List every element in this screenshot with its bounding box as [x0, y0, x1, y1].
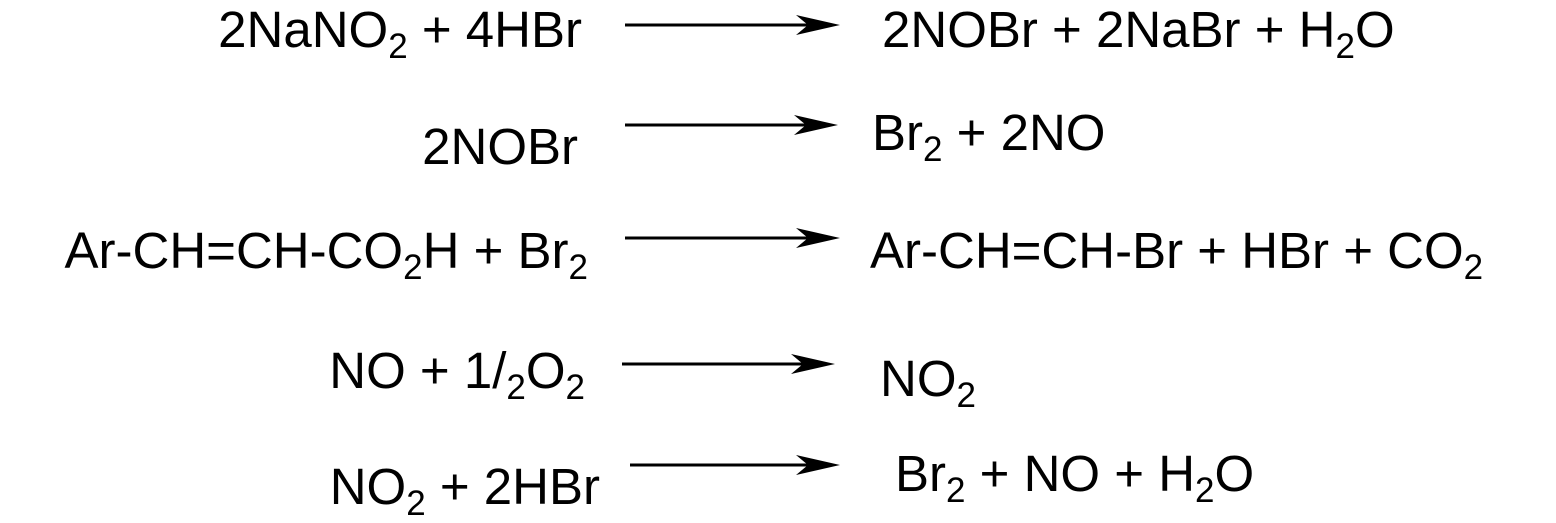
subscript: 2 [388, 27, 408, 67]
subscript: 2 [1195, 471, 1215, 511]
formula-text: + 2HBr [425, 458, 600, 515]
subscript: 2 [1335, 27, 1355, 67]
products: NO2 [880, 350, 976, 413]
subscript: 2 [1463, 248, 1484, 288]
formula-text: + 4HBr [407, 1, 582, 58]
formula-text: 2NaNO [218, 1, 389, 58]
formula-text: Ar-CH=CH-CO [64, 222, 404, 279]
products: Br2 + NO + H2O [895, 445, 1255, 508]
formula-text: O [1354, 1, 1395, 58]
formula-text: + NO + H [965, 445, 1196, 502]
products: Ar-CH=CH-Br + HBr + CO2 [870, 222, 1483, 285]
subscript: 2 [406, 484, 426, 523]
formula-text: NO + 1/ [329, 342, 507, 399]
reactants: Ar-CH=CH-CO2H + Br2 [64, 222, 588, 285]
subscript: 2 [946, 471, 966, 511]
formula-text: O [525, 342, 566, 399]
reactants: NO2 + 2HBr [329, 458, 600, 521]
formula-text: + 2NO [942, 104, 1106, 161]
subscript: 2 [403, 248, 423, 288]
formula-text: 2NOBr + 2NaBr + H [882, 1, 1336, 58]
formula-text: NO [880, 350, 957, 407]
products: Br2 + 2NO [872, 104, 1106, 167]
formula-text: Br [872, 104, 923, 161]
reactants: 2NOBr [422, 121, 578, 172]
products: 2NOBr + 2NaBr + H2O [882, 1, 1395, 64]
formula-text: 2NOBr [422, 118, 578, 175]
reaction-arrow-icon [622, 354, 835, 374]
subscript: 2 [956, 376, 976, 416]
subscript: 2 [568, 248, 588, 288]
formula-text: Br [895, 445, 946, 502]
formula-text: H + Br [422, 222, 569, 279]
formula-text: NO [329, 458, 407, 515]
subscript: 2 [506, 368, 526, 408]
formula-text: Ar-CH=CH-Br + HBr + CO [870, 222, 1464, 279]
subscript: 2 [565, 368, 585, 408]
subscript: 2 [923, 130, 943, 170]
reaction-arrow-icon [625, 228, 840, 248]
reaction-arrow-icon [625, 15, 840, 35]
reactants: 2NaNO2 + 4HBr [218, 1, 582, 64]
reaction-arrow-icon [630, 455, 840, 475]
reaction-arrow-icon [625, 115, 838, 135]
formula-text: O [1214, 445, 1255, 502]
reactants: NO + 1/2O2 [329, 342, 585, 405]
